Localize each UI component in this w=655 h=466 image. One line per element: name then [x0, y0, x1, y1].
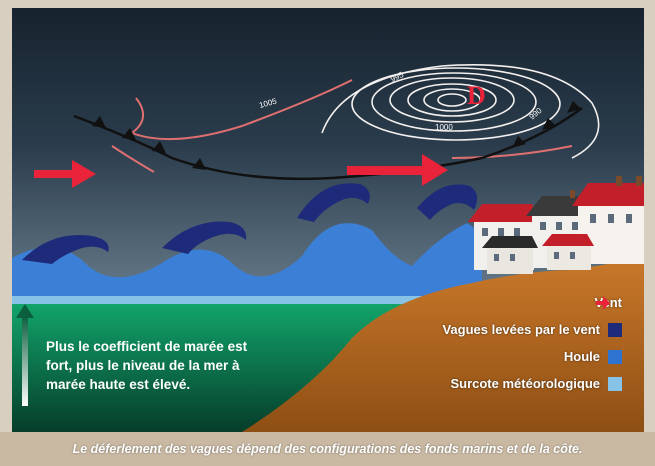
isobar-label: 1000: [435, 123, 453, 132]
caption: Le déferlement des vagues dépend des con…: [0, 432, 655, 466]
coastal-ground: [242, 258, 644, 432]
legend-item-wind-waves: Vagues levées par le vent: [442, 322, 622, 337]
tide-level-arrow: [16, 304, 34, 406]
swell-layer: [12, 223, 482, 296]
tide-note: Plus le coefficient de marée est fort, p…: [46, 339, 248, 392]
legend-item-storm-surge: Surcote météorologique: [450, 376, 622, 391]
house: [542, 234, 594, 270]
legend-item-wind: Vent: [595, 295, 622, 310]
wind-arrow-icon: [34, 160, 96, 188]
wave-crest: [297, 183, 370, 222]
storm-surge-illustration: D 1005 1000 995 990: [12, 8, 644, 432]
storm-surge-swatch: [608, 376, 622, 391]
isobar-contours: [321, 63, 600, 159]
wave-crest: [22, 235, 109, 264]
legend-label: Vagues levées par le vent: [442, 322, 600, 337]
weather-front: [73, 101, 583, 181]
red-isobars: [111, 79, 573, 173]
wave-crest: [162, 221, 247, 254]
house-windows: [482, 214, 632, 261]
wind-arrow-icon: [347, 154, 448, 186]
legend-label: Surcote météorologique: [450, 376, 600, 391]
coastal-houses: [468, 176, 644, 274]
swell-swatch: [608, 349, 622, 364]
wind-waves-swatch: [608, 322, 622, 337]
low-pressure-label: D: [467, 81, 486, 110]
chimneys: [570, 176, 642, 198]
illustration-svg: D 1005 1000 995 990: [12, 8, 644, 432]
red-arrow-icon: [595, 296, 610, 310]
legend-label: Houle: [563, 349, 600, 364]
wind-arrows: [34, 154, 448, 188]
legend-item-swell: Houle: [564, 349, 622, 364]
wind-waves: [22, 183, 478, 264]
wave-crest: [417, 184, 478, 220]
